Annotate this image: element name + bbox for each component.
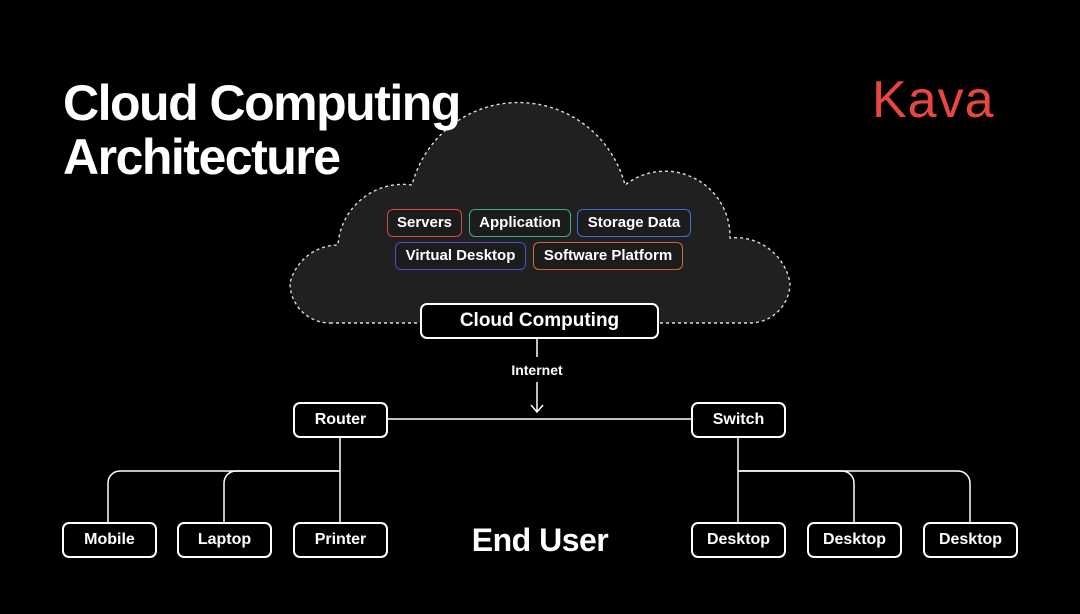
switch-branches [737,436,971,522]
title-line-1: Cloud Computing [63,75,461,131]
end-user-label: End User [471,522,609,558]
service-tag-application: Application [469,209,571,237]
internet-arrowhead [530,404,544,414]
service-tag-software-platform: Software Platform [533,242,683,270]
title-line-2: Architecture [63,129,341,185]
switch-node: Switch [691,402,786,438]
service-tag-storage-data: Storage Data [577,209,691,237]
router-branches [107,436,341,522]
device-mobile: Mobile [62,522,157,558]
device-desktop-1: Desktop [691,522,786,558]
brand-logo: Kava [872,71,995,129]
internet-label: Internet [511,362,563,378]
device-laptop: Laptop [177,522,272,558]
diagram-title: Cloud Computing Architecture [63,75,461,185]
router-node: Router [293,402,388,438]
cloud-computing-node: Cloud Computing [420,303,659,339]
device-desktop-3: Desktop [923,522,1018,558]
service-tag-servers: Servers [387,209,462,237]
device-printer: Printer [293,522,388,558]
device-desktop-2: Desktop [807,522,902,558]
service-tag-virtual-desktop: Virtual Desktop [395,242,526,270]
